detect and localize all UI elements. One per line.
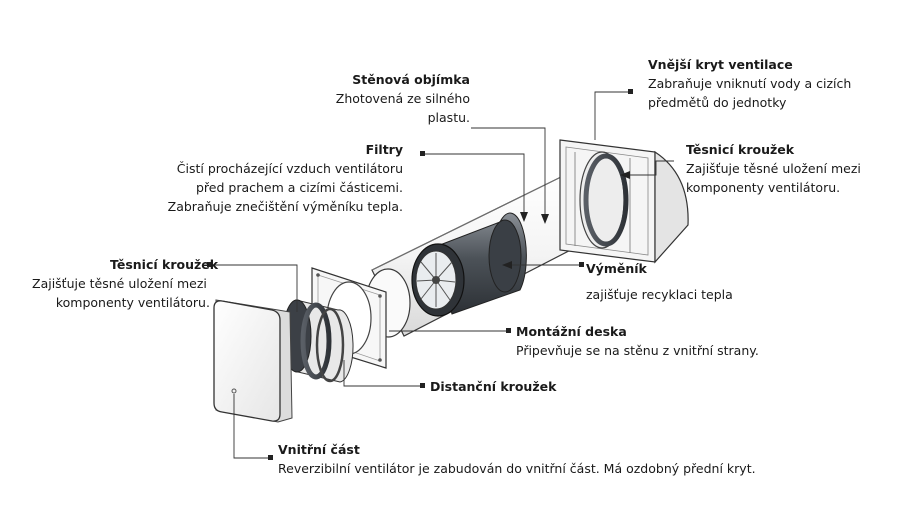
label-vnitrni-cast: Vnitřní část Reverzibilní ventilátor je … — [278, 440, 778, 478]
label-title: Těsnicí kroužek — [110, 257, 219, 272]
seal-ring-left — [282, 299, 354, 383]
leader-lines — [207, 89, 674, 460]
heat-exchanger — [411, 212, 527, 317]
label-desc: Zabraňuje vniknutí vody a cizích předmět… — [648, 76, 852, 110]
arrow-tesnici-right-icon — [620, 171, 630, 179]
label-title: Distanční kroužek — [430, 379, 557, 394]
label-filtry: Filtry Čistí procházející vzduch ventilá… — [120, 140, 403, 216]
arrow-vymenik-icon — [502, 261, 512, 269]
label-title: Těsnicí kroužek — [686, 142, 795, 157]
label-montazni-deska: Montážní deska Připevňuje se na stěnu z … — [516, 322, 796, 360]
label-title: Vnější kryt ventilace — [648, 57, 793, 72]
outer-hood — [559, 139, 689, 264]
cover-indicator-icon — [231, 388, 237, 394]
arrow-filtry-icon — [520, 212, 528, 222]
inner-cover — [213, 299, 293, 423]
label-desc: Zajišťuje těsné uložení mezi komponenty … — [32, 276, 210, 310]
label-title: Montážní deska — [516, 324, 627, 339]
label-vymenik: Výměník zajišťuje recyklaci tepla — [586, 256, 786, 308]
arrow-stenova-icon — [541, 214, 549, 224]
label-distancni-krouzek: Distanční kroužek — [430, 377, 630, 396]
label-desc: Reverzibilní ventilátor je zabudován do … — [278, 461, 756, 476]
label-title: Vnitřní část — [278, 442, 360, 457]
label-stenova-objimka: Stěnová objímka Zhotovená ze silného pla… — [300, 70, 470, 127]
label-desc: zajišťuje recyklaci tepla — [586, 287, 733, 302]
label-title: Výměník — [586, 261, 647, 276]
label-desc: Čistí procházející vzduch ventilátoru př… — [167, 161, 403, 214]
label-desc: Připevňuje se na stěnu z vnitřní strany. — [516, 343, 759, 358]
label-desc: Zajišťuje těsné uložení mezi komponenty … — [686, 161, 861, 195]
label-desc: Zhotovená ze silného plastu. — [335, 91, 470, 125]
label-title: Filtry — [365, 142, 403, 157]
label-tesnici-krouzek-right: Těsnicí kroužek Zajišťuje těsné uložení … — [686, 140, 886, 197]
label-title: Stěnová objímka — [352, 72, 470, 87]
label-vnejsi-kryt: Vnější kryt ventilace Zabraňuje vniknutí… — [648, 55, 878, 112]
label-tesnici-krouzek-left: Těsnicí kroužek Zajišťuje těsné uložení … — [32, 255, 242, 312]
